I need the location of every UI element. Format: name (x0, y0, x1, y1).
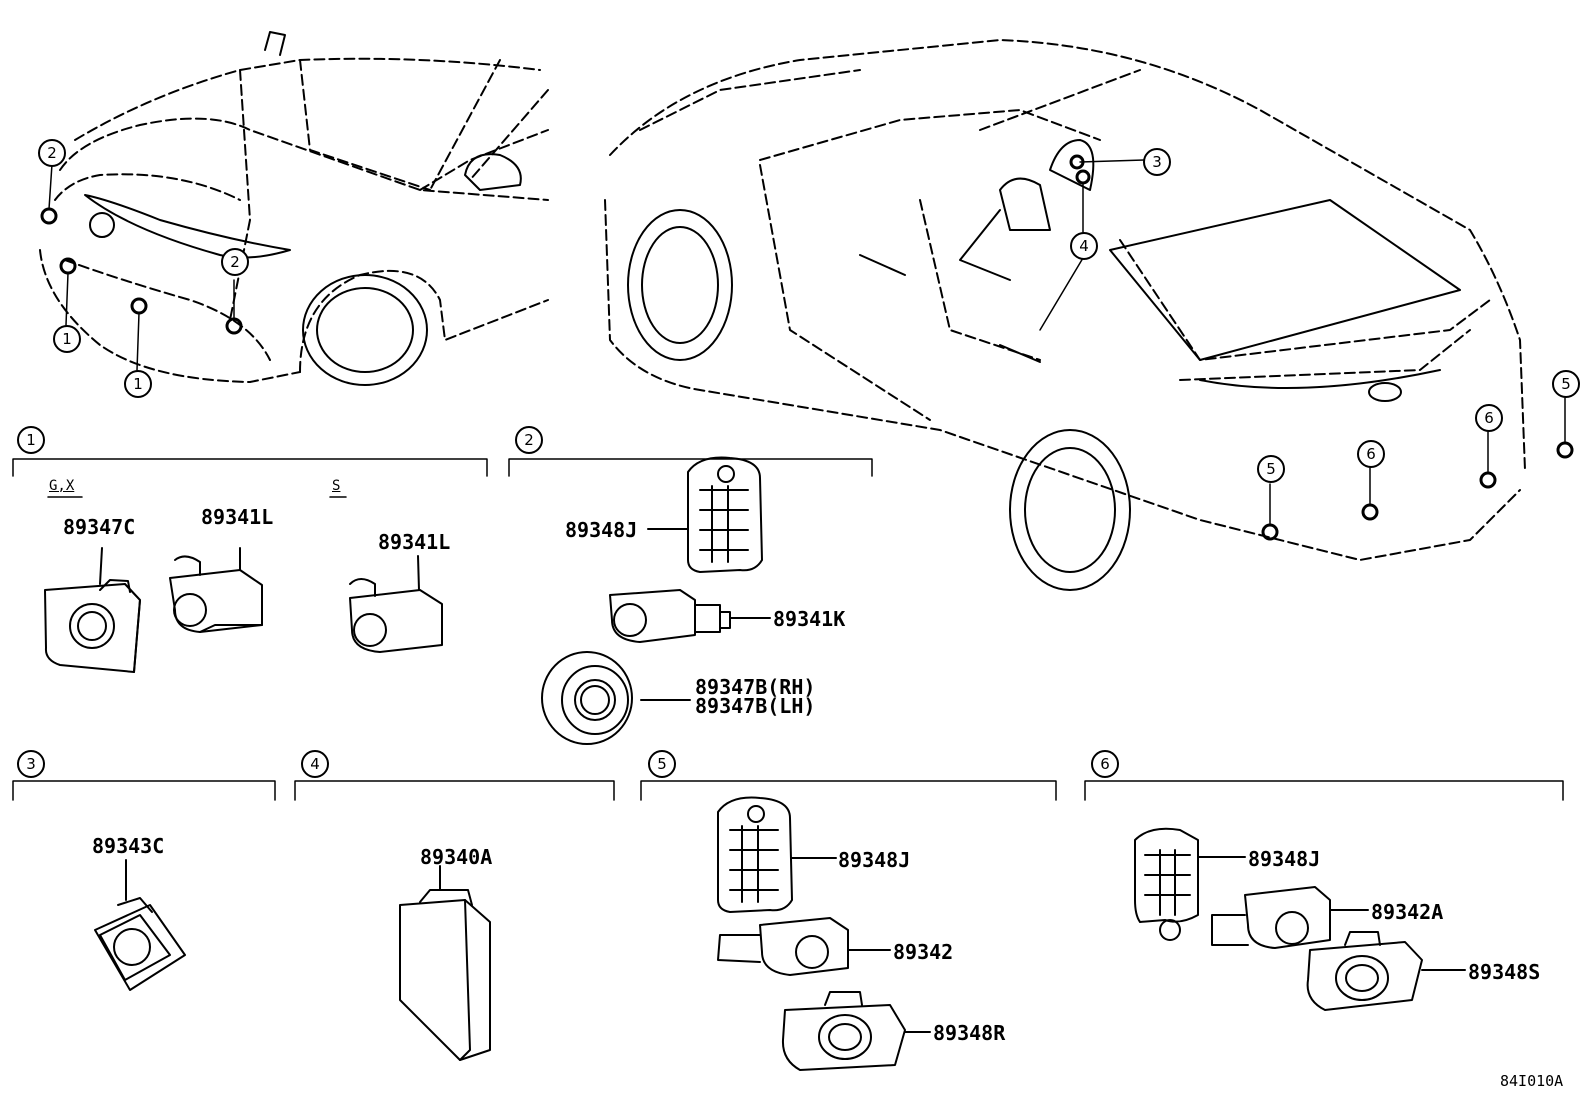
group-1-number: 1 (17, 426, 45, 454)
part-number-89342[interactable]: 89342 (893, 940, 954, 964)
callout-1-front-left[interactable]: 1 (53, 325, 81, 353)
front-wheel (302, 274, 428, 386)
group-6-number: 6 (1091, 750, 1119, 778)
part-89341L-art-b (349, 555, 443, 653)
callout-6-rear-right[interactable]: 6 (1475, 404, 1503, 432)
group-4-number: 4 (301, 750, 329, 778)
part-89348R-art (781, 991, 931, 1071)
rear-left-wheel (627, 209, 733, 361)
callout-2-front-upper[interactable]: 2 (38, 139, 66, 167)
part-89342A-art (1211, 886, 1369, 949)
antenna (264, 31, 286, 56)
side-mirror (464, 153, 522, 191)
part-number-89342A[interactable]: 89342A (1371, 900, 1444, 924)
variant-label-gx: G,X (49, 478, 75, 494)
part-number-89348J-group6[interactable]: 89348J (1248, 847, 1321, 871)
callout-leaders (48, 159, 1566, 526)
part-number-89343C[interactable]: 89343C (92, 834, 165, 858)
part-number-89348J-group2[interactable]: 89348J (565, 518, 638, 542)
part-89348J-art-g6 (1134, 827, 1246, 941)
rear-trunk (1109, 199, 1461, 402)
part-number-89348R[interactable]: 89348R (933, 1021, 1006, 1045)
part-number-89348J-group5[interactable]: 89348J (838, 848, 911, 872)
callout-4-interior[interactable]: 4 (1070, 232, 1098, 260)
part-89341L-art-a (169, 547, 263, 633)
part-89348J-art-g2 (647, 456, 763, 573)
interior-seats (959, 139, 1095, 281)
part-89348S-art (1306, 931, 1466, 1011)
part-89341K-art (609, 589, 771, 643)
front-car-illustration (39, 57, 549, 383)
figure-code: 84I010A (1500, 1072, 1564, 1090)
group-2-number: 2 (515, 426, 543, 454)
part-89342-art (717, 917, 891, 976)
part-89347C-art (44, 547, 141, 673)
variant-label-s: S (332, 478, 341, 494)
part-number-89348S[interactable]: 89348S (1468, 960, 1541, 984)
callout-5-rear-corner[interactable]: 5 (1552, 370, 1580, 398)
door-handles (859, 254, 1041, 363)
group-brackets (12, 458, 1564, 801)
callout-5-rear-left[interactable]: 5 (1257, 455, 1285, 483)
callout-6-rear-center[interactable]: 6 (1357, 440, 1385, 468)
callout-2-front-right[interactable]: 2 (221, 248, 249, 276)
part-number-89341L-gx[interactable]: 89341L (201, 505, 274, 529)
callout-1-front-center[interactable]: 1 (124, 370, 152, 398)
part-number-89341K[interactable]: 89341K (773, 607, 846, 631)
group-3-number: 3 (17, 750, 45, 778)
part-number-89347B-lh[interactable]: 89347B(LH) (695, 694, 816, 718)
part-89343C-art (94, 859, 186, 991)
sensor-markers (40, 154, 1574, 541)
part-number-89347B-rh[interactable]: 89347B(RH) (695, 675, 816, 699)
part-89348J-art-g5 (717, 796, 837, 913)
rear-right-wheel (1009, 429, 1131, 591)
part-number-89341L-s[interactable]: 89341L (378, 530, 451, 554)
callout-3-interior[interactable]: 3 (1143, 148, 1171, 176)
group-5-number: 5 (648, 750, 676, 778)
part-number-89347C[interactable]: 89347C (63, 515, 136, 539)
part-89347B-art (541, 651, 691, 745)
rear-car-illustration (604, 39, 1526, 561)
front-headlight (84, 194, 291, 259)
part-number-89340A[interactable]: 89340A (420, 845, 493, 869)
part-89340A-art (399, 865, 491, 1061)
